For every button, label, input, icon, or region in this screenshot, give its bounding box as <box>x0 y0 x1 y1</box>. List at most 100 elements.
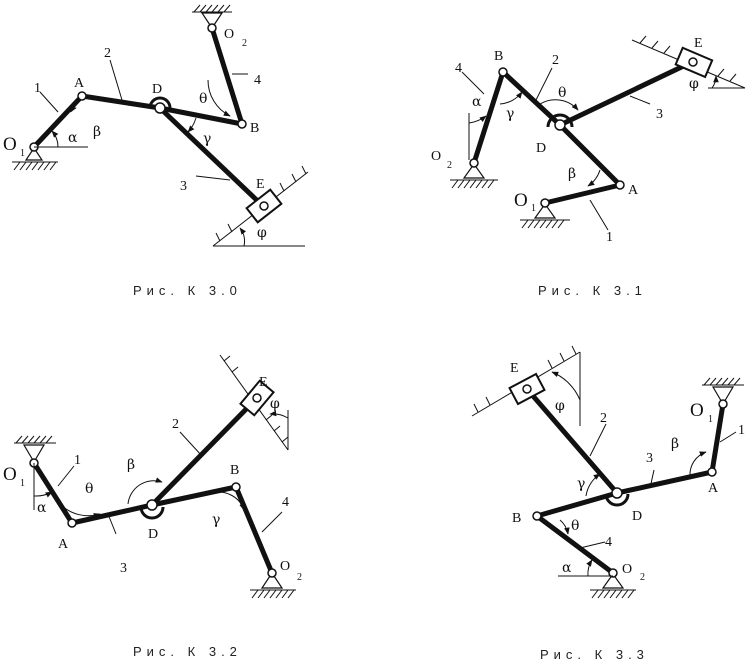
label-o2-sub: 2 <box>242 38 247 49</box>
label-theta: θ <box>571 518 579 534</box>
ground-support-o1 <box>12 146 58 171</box>
label-link-4: 4 <box>455 61 462 76</box>
ground-support-o1 <box>702 377 744 406</box>
label-b: B <box>230 463 239 478</box>
label-o1: O <box>3 464 17 485</box>
label-d: D <box>536 141 546 156</box>
joint-e <box>259 201 269 211</box>
label-phi: φ <box>555 398 565 414</box>
ground-support-o2 <box>590 572 636 599</box>
label-gamma: γ <box>577 476 585 492</box>
link-3 <box>557 59 695 128</box>
label-e: E <box>256 177 265 192</box>
joint-b <box>231 482 241 492</box>
joint-o2 <box>469 158 479 168</box>
joint-o1 <box>718 399 728 409</box>
label-link-3: 3 <box>180 179 187 194</box>
label-gamma: γ <box>506 106 514 122</box>
label-link-4: 4 <box>605 535 612 550</box>
label-beta: β <box>671 436 679 452</box>
label-o2: O <box>224 27 234 42</box>
joint-b <box>237 119 247 129</box>
figure-k3-2: O 1 A D B E O 2 1 2 3 4 α θ β γ φ Рис. К… <box>3 354 302 659</box>
label-link-1: 1 <box>74 453 81 468</box>
label-theta: θ <box>558 85 566 101</box>
label-b: B <box>250 121 259 136</box>
label-d: D <box>148 527 158 542</box>
label-phi: φ <box>257 225 267 241</box>
link-d-b <box>157 105 245 127</box>
figure-k3-3: E O 1 A D B O 2 1 2 3 4 α θ γ β φ Рис. К… <box>471 345 745 662</box>
ground-support-o2 <box>450 162 498 189</box>
joint-e <box>522 384 532 394</box>
label-gamma: γ <box>212 512 220 528</box>
link-2 <box>79 93 163 111</box>
link-3 <box>157 105 268 211</box>
label-o1: O <box>514 190 528 211</box>
link-4 <box>471 69 506 166</box>
label-o1-sub: 1 <box>531 203 536 214</box>
label-link-1: 1 <box>606 230 613 245</box>
label-alpha: α <box>472 94 482 110</box>
label-b: B <box>512 511 521 526</box>
link-2 <box>149 395 260 508</box>
joint-o2 <box>267 568 277 578</box>
caption-k3-3: Рис. К 3.3 <box>540 647 649 662</box>
label-a: A <box>628 183 639 198</box>
label-link-1: 1 <box>738 423 745 438</box>
joint-b <box>532 511 542 521</box>
label-o2-sub: 2 <box>447 160 452 171</box>
figure-k3-0: O 1 A D B O 2 E 1 2 3 4 α β θ γ φ Рис. К… <box>3 4 309 298</box>
joint-e <box>252 393 262 403</box>
joint-d <box>146 499 158 511</box>
label-alpha: α <box>68 130 78 146</box>
label-theta: θ <box>199 91 207 107</box>
label-a: A <box>708 481 719 496</box>
joint-a <box>77 91 87 101</box>
joint-b <box>498 67 508 77</box>
label-link-2: 2 <box>104 46 111 61</box>
label-e: E <box>259 375 268 390</box>
label-link-3: 3 <box>646 451 653 466</box>
label-phi: φ <box>270 396 280 412</box>
label-link-2: 2 <box>600 411 607 426</box>
link-b-d <box>500 69 563 128</box>
label-beta: β <box>127 457 135 473</box>
label-o2-sub: 2 <box>640 572 645 583</box>
label-o2: O <box>431 149 441 164</box>
label-phi: φ <box>689 76 699 92</box>
link-4 <box>233 484 275 576</box>
label-link-3: 3 <box>656 107 663 122</box>
label-link-4: 4 <box>254 73 261 88</box>
link-2 <box>557 122 623 188</box>
joint-d <box>554 119 566 131</box>
hinge-d-arc <box>148 96 172 109</box>
label-o1: O <box>3 134 17 155</box>
label-o2-sub: 2 <box>297 572 302 583</box>
link-1 <box>709 401 726 475</box>
joint-a <box>615 180 625 190</box>
link-3 <box>69 502 155 526</box>
label-d: D <box>152 82 162 97</box>
label-a: A <box>58 537 69 552</box>
caption-k3-2: Рис. К 3.2 <box>133 644 242 659</box>
label-o2: O <box>280 559 290 574</box>
label-e: E <box>510 361 519 376</box>
ground-support-o1 <box>520 202 570 229</box>
caption-k3-1: Рис. К 3.1 <box>538 283 647 298</box>
link-d-b <box>149 484 239 508</box>
label-alpha: α <box>562 560 572 576</box>
link-1 <box>31 460 75 526</box>
label-beta: β <box>568 166 576 182</box>
link-4 <box>209 25 245 127</box>
hinge-d-arc <box>546 113 574 128</box>
label-gamma: γ <box>203 131 211 147</box>
label-alpha: α <box>37 500 47 516</box>
label-link-2: 2 <box>172 417 179 432</box>
link-2 <box>524 386 620 496</box>
joint-e <box>688 57 698 67</box>
label-beta: β <box>93 124 101 140</box>
label-o1-sub: 1 <box>708 414 713 425</box>
label-o1: O <box>690 400 704 421</box>
link-1 <box>31 93 85 150</box>
